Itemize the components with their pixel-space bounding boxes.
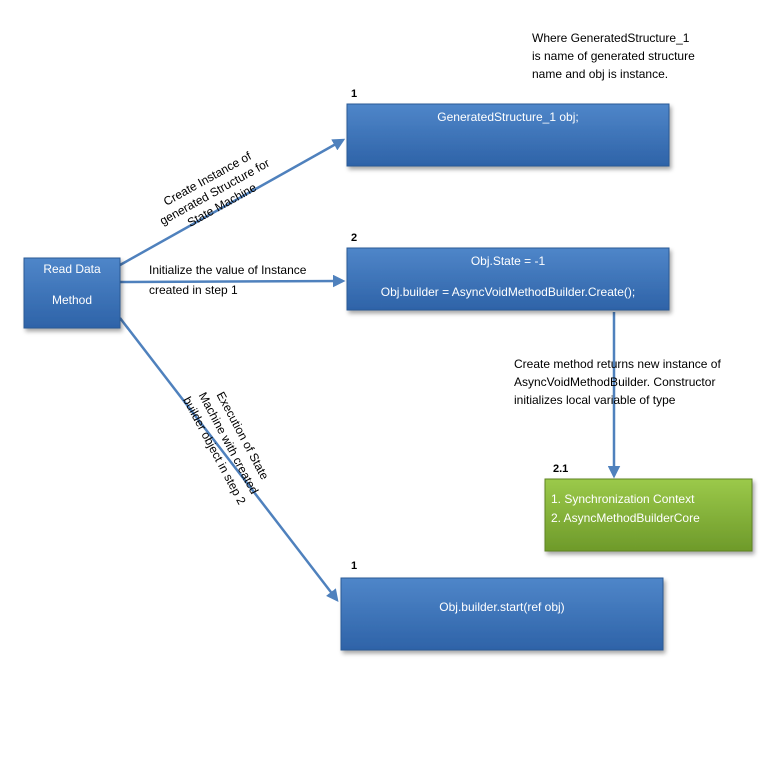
sync-context-box: 2.1 1. Synchronization Context 2. AsyncM… — [544, 463, 753, 552]
read-data-line-1: Read Data — [43, 262, 101, 276]
generated-structure-box: 1 GeneratedStructure_1 obj; — [346, 88, 670, 167]
edge-label-execution: Execution of State Machine with created … — [180, 389, 272, 507]
generated-structure-text: GeneratedStructure_1 obj; — [437, 110, 578, 124]
edge-label-create-instance: Create Instance of generated Structure f… — [157, 149, 272, 230]
step-number-label: 2.1 — [553, 463, 568, 475]
top-note-line-2: is name of generated structure — [532, 49, 695, 63]
top-note-line-3: name and obj is instance. — [532, 67, 668, 81]
edge-label-line: Create method returns new instance of — [514, 357, 721, 371]
builder-start-text: Obj.builder.start(ref obj) — [439, 600, 564, 614]
arrow-read-to-state — [119, 274, 346, 288]
top-note: Where GeneratedStructure_1 is name of ge… — [532, 31, 695, 81]
edge-label-line: initializes local variable of type — [514, 393, 676, 407]
arrow-read-to-structure — [119, 138, 346, 267]
edge-label-create-method: Create method returns new instance of As… — [514, 357, 721, 407]
arrow-read-to-start — [119, 317, 339, 602]
builder-start-box: 1 Obj.builder.start(ref obj) — [340, 560, 664, 651]
step-number-label: 2 — [351, 232, 357, 244]
read-data-line-2: Method — [52, 293, 92, 307]
sync-context-item-1: 1. Synchronization Context — [551, 492, 695, 506]
edge-label-line: created in step 1 — [149, 283, 238, 297]
sync-context-item-2: 2. AsyncMethodBuilderCore — [551, 511, 700, 525]
obj-state-line-1: Obj.State = -1 — [471, 254, 546, 268]
step-number-label: 1 — [351, 560, 357, 572]
edge-label-initialize: Initialize the value of Instance created… — [149, 263, 307, 297]
obj-state-box: 2 Obj.State = -1 Obj.builder = AsyncVoid… — [346, 232, 670, 311]
read-data-method-box: Read Data Method — [23, 257, 121, 329]
step-number-label: 1 — [351, 88, 357, 100]
edge-label-line: Initialize the value of Instance — [149, 263, 307, 277]
edge-label-line: AsyncVoidMethodBuilder. Constructor — [514, 375, 715, 389]
top-note-line-1: Where GeneratedStructure_1 — [532, 31, 690, 45]
obj-state-line-2: Obj.builder = AsyncVoidMethodBuilder.Cre… — [381, 285, 635, 299]
